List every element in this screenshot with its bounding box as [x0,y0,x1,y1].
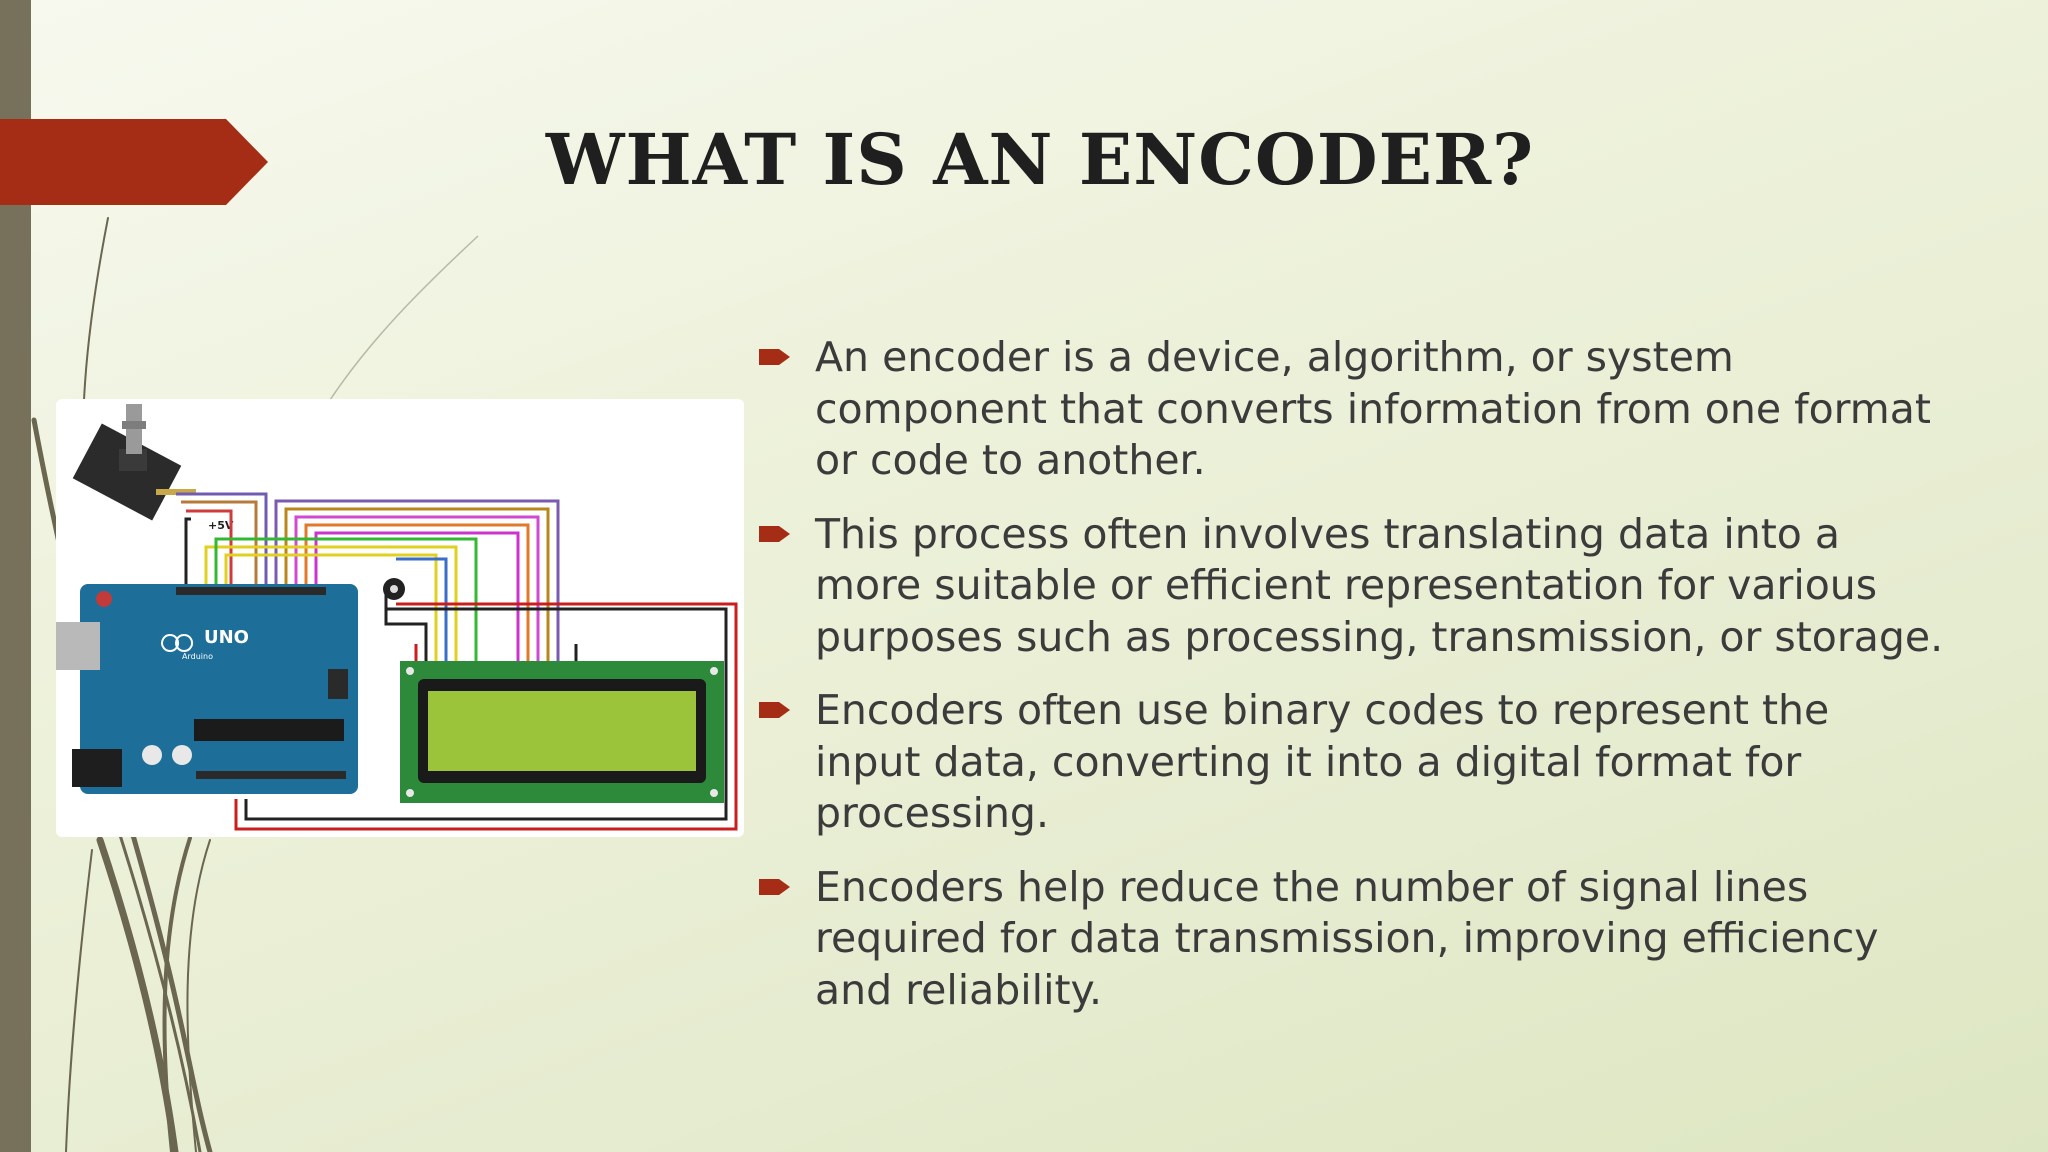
title-accent-arrow [0,119,268,205]
arduino-board: UNO Arduino [56,584,358,794]
rotary-encoder-module [72,404,196,521]
bullet-arrow-icon [759,525,790,542]
bullet-arrow-icon [759,878,790,895]
bullet-text: This process often involves translating … [815,509,1944,661]
bullet-text: Encoders help reduce the number of signa… [815,862,1879,1014]
board-logo: UNO [204,627,249,648]
bullet-text: Encoders often use binary codes to repre… [815,686,1830,837]
circuit-diagram-image: +5V [56,399,744,837]
bullet-arrow-icon [759,702,790,718]
voltage-label: +5V [208,519,234,532]
bullet-item: Encoders often use binary codes to repre… [756,685,1946,840]
bullet-arrow-icon [759,349,790,365]
bullet-text: An encoder is a device, algorithm, or sy… [815,333,1931,484]
bullet-item: Encoders help reduce the number of signa… [756,862,1946,1017]
lcd-display-module [400,661,724,803]
board-brand: Arduino [182,652,213,661]
bullet-item: This process often involves translating … [756,509,1946,664]
bullet-item: An encoder is a device, algorithm, or sy… [756,332,1946,487]
bullet-list: An encoder is a device, algorithm, or sy… [756,332,1946,1038]
slide-title: What is an Encoder? [545,118,1535,201]
